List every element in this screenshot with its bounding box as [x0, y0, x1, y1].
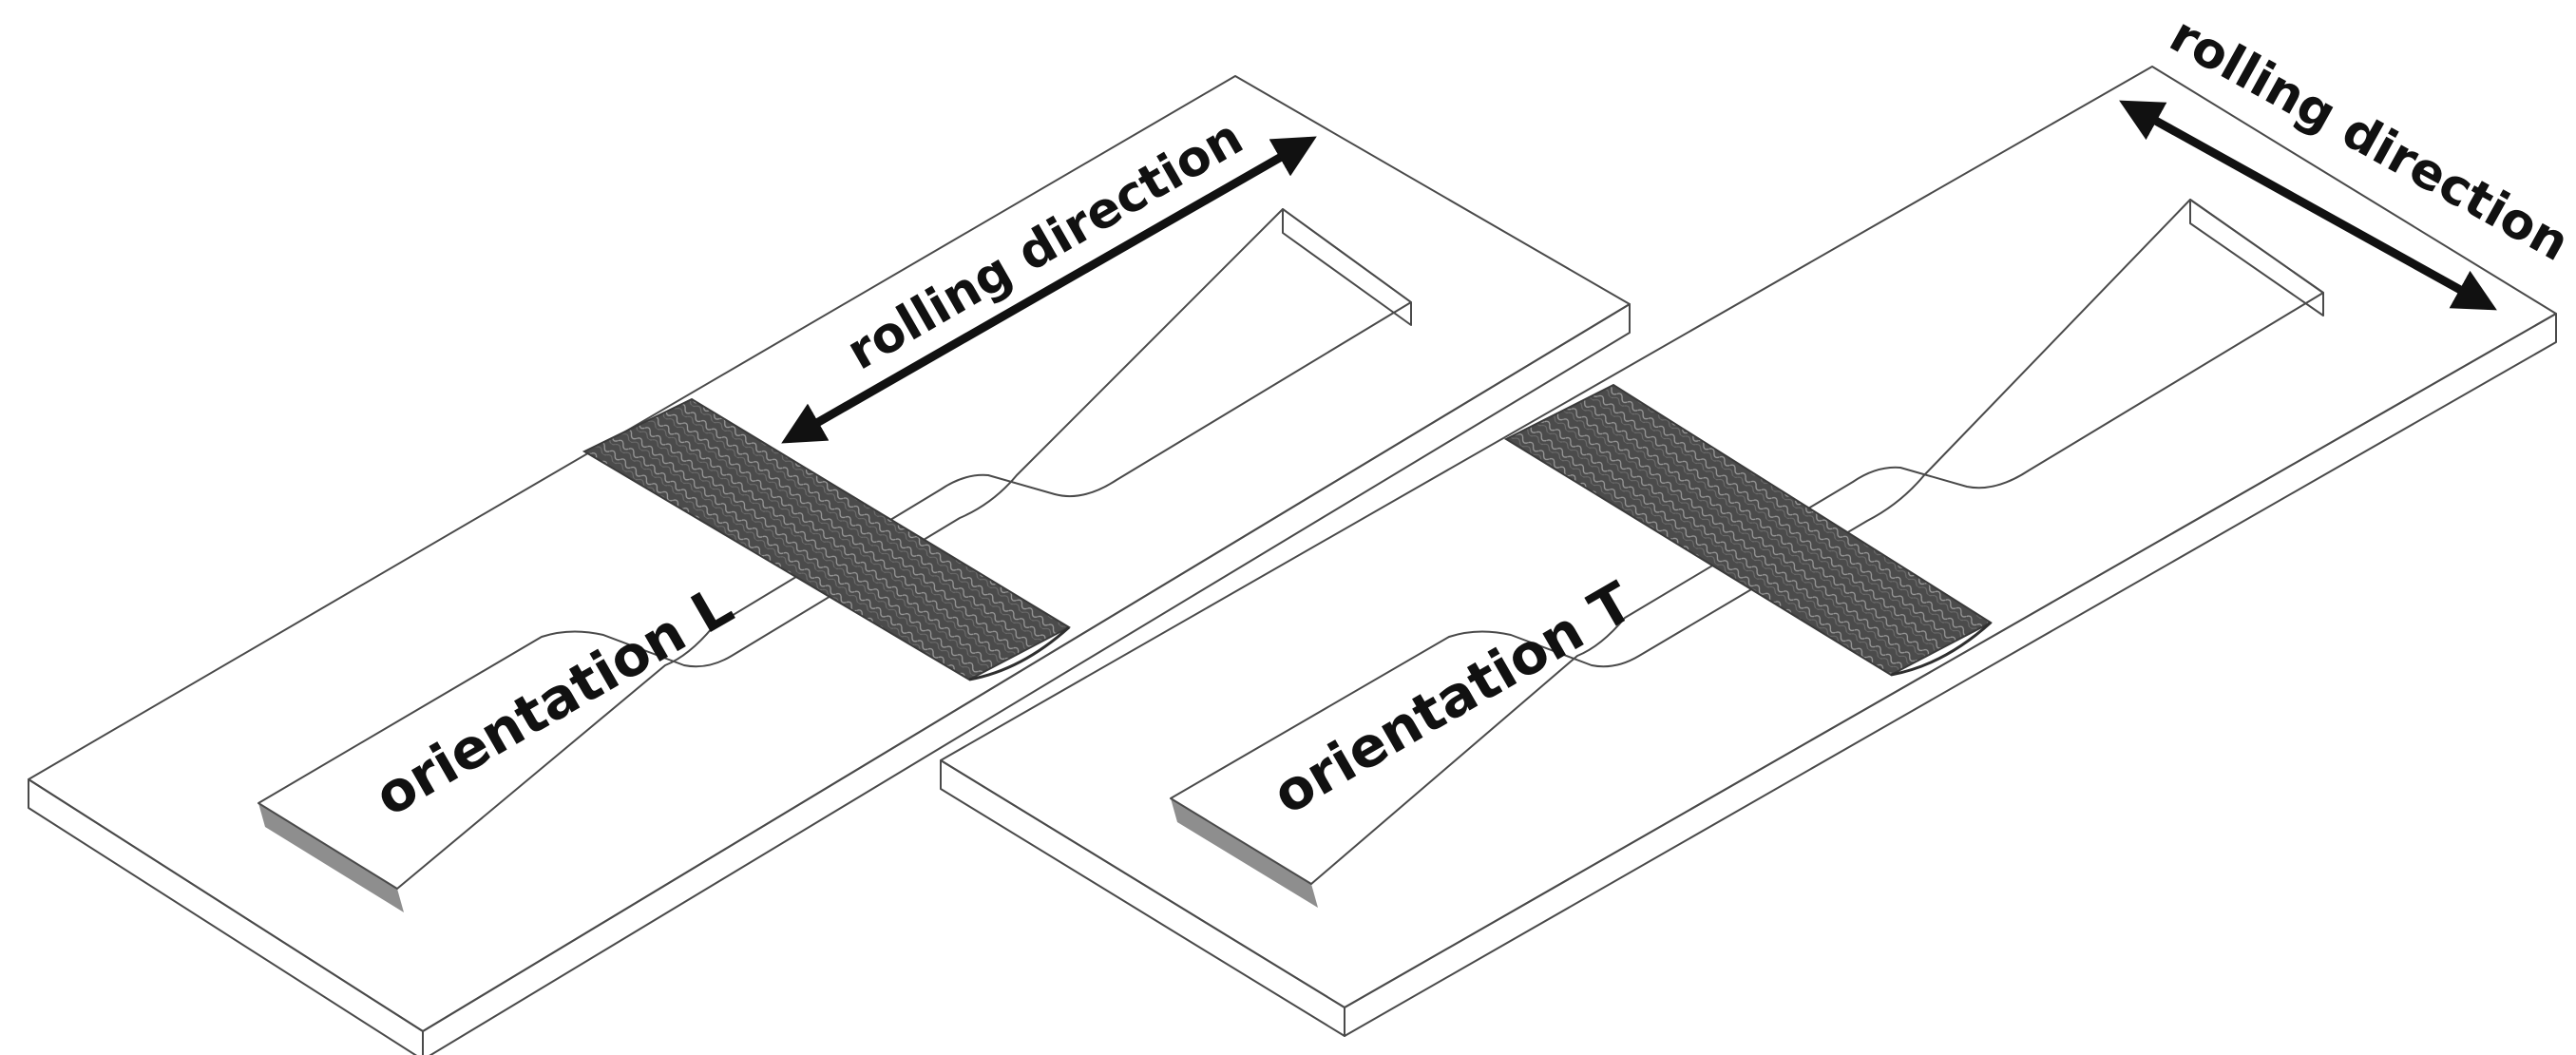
- rolling-direction-arrow-l: [781, 136, 1317, 444]
- rolling-direction-arrow-t: [2119, 100, 2497, 311]
- weld-seam-t-edge: [1890, 621, 1993, 677]
- orientation-label-t: orientation T: [1262, 569, 1644, 827]
- specimen-l-inner-wall: [1282, 208, 1412, 326]
- specimen-t-walls: [1171, 798, 1318, 908]
- rolling-direction-label-l: rolling direction: [838, 109, 1253, 382]
- specimen-l-walls: [258, 803, 404, 912]
- plate-l-front-face: [28, 778, 424, 1055]
- plate-t-top-surface: [940, 66, 2557, 1008]
- rolling-direction-label-t: rolling direction: [2161, 7, 2576, 273]
- orientation-label-l: orientation L: [364, 572, 743, 829]
- specimen-t-inner-wall: [2189, 199, 2324, 316]
- weld-seam-l-edge: [968, 625, 1071, 681]
- plate-orientation-l: rolling direction orientation L: [28, 75, 1631, 1055]
